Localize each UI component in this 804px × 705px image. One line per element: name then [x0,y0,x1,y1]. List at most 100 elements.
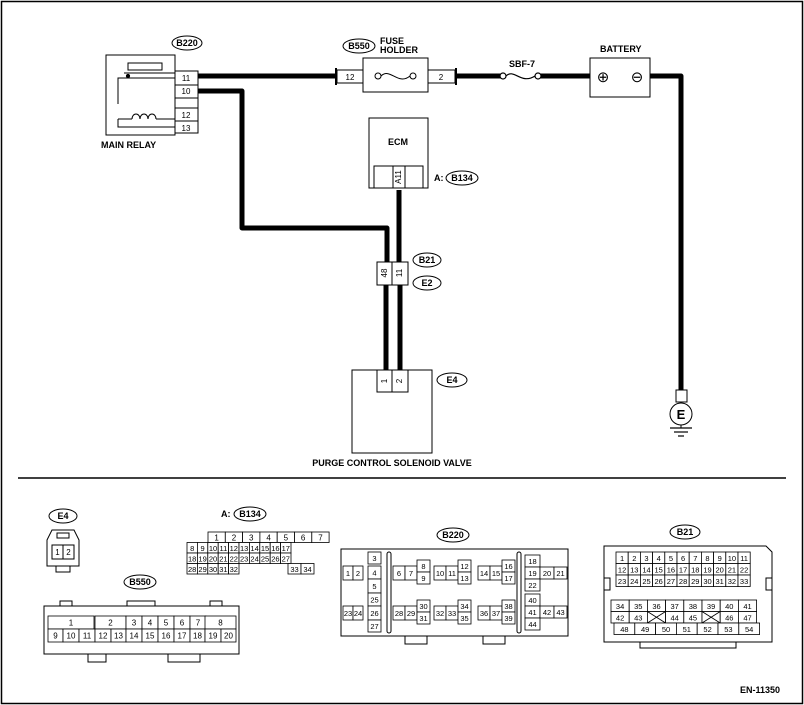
pin-number: 39 [707,602,715,611]
pin-number: 18 [528,557,536,566]
pin-number: 15 [146,632,155,641]
relay-pin-10: 10 [182,87,191,96]
pin-number: 46 [725,613,733,622]
pin-number: 33 [740,577,748,586]
ecm-connector-tag: B134 [451,173,473,183]
pin-number: 53 [724,625,732,634]
pin-number: 37 [492,609,500,618]
pin-number: 10 [67,632,76,641]
pin-number: 54 [745,625,753,634]
pin-number: 9 [421,574,425,583]
pin-number: 11 [448,569,456,578]
pin-number: 44 [671,613,679,622]
pin-number: 10 [728,554,736,563]
pin-cell [367,619,382,633]
pin-number: 17 [679,565,687,574]
pin-number: 23 [618,577,626,586]
pin-number: 13 [240,544,248,553]
pin-cell [553,605,568,619]
pin-number: 6 [180,619,185,628]
pin-number: 34 [303,565,311,574]
pin-number: 7 [693,554,697,563]
purge-valve: 1 2 E4 PURGE CONTROL SOLENOID VALVE [312,369,472,468]
pin-number: 19 [198,554,206,563]
connector-b220-tag: B220 [442,530,464,540]
pin-number: 19 [703,565,711,574]
pin-number: 32 [436,609,444,618]
connector-b550-tag: B550 [129,577,151,587]
pin-number: 28 [395,609,403,618]
pin-cell [367,551,382,565]
pin-number: 16 [667,565,675,574]
relay-pin-11: 11 [182,74,191,83]
pin-number: 52 [703,625,711,634]
pin-number: 42 [543,608,551,617]
pin-number: 30 [419,602,427,611]
pin-number: 3 [132,619,137,628]
pin-number: 20 [224,632,233,641]
pin-number: 9 [53,632,58,641]
pin-number: 6 [397,569,401,578]
pin-cell [220,628,237,643]
pin-number: 27 [282,554,290,563]
wire-battery-to-ground [650,73,684,390]
pin-cell [524,617,541,631]
pin-cell [501,611,516,625]
pin-cell [352,565,364,581]
pin-cell [524,578,541,592]
pin-number: 22 [740,565,748,574]
battery-minus-icon: ⊖ [631,69,644,86]
pin-number: 20 [543,569,551,578]
pin-number: 14 [250,544,258,553]
blank-cavity-mark [647,611,666,624]
pin-number: 14 [480,569,488,578]
fuse-holder: 12 2 B550 FUSE HOLDER [335,36,457,93]
pin-number: 4 [372,569,376,578]
pin-number: 14 [130,632,139,641]
pin-number: 17 [504,574,512,583]
pin-number: 28 [188,565,196,574]
pin-cell [280,552,292,564]
pin-number: 5 [372,582,376,591]
pin-number: 2 [356,569,360,578]
pin-number: 27 [667,577,675,586]
e4-pin: 2 [66,548,71,557]
pin-number: 12 [618,565,626,574]
pin-number: 20 [209,554,217,563]
pin-number: 7 [318,533,323,542]
valve-label: PURGE CONTROL SOLENOID VALVE [312,458,472,468]
battery-plus-icon: ⊕ [597,69,610,86]
pin-number: 34 [460,602,468,611]
blank-cavity-mark [701,611,721,624]
pin-number: 33 [290,565,298,574]
pin-number: 2 [108,619,113,628]
pin-number: 29 [198,565,206,574]
pin-number: 43 [634,613,642,622]
main-relay-label: MAIN RELAY [101,140,156,150]
pin-number: 3 [249,533,254,542]
pin-number: 5 [164,619,169,628]
pin-number: 41 [528,608,536,617]
connector-b134-tag: B134 [239,509,261,519]
pin-number: 43 [556,608,564,617]
joint-pin-48: 48 [380,268,389,277]
fuse-holder-label-1: FUSE [380,36,404,46]
pin-number: 48 [620,625,628,634]
joint-tag-b21: B21 [419,255,436,265]
pin-number: 45 [689,613,697,622]
pin-number: 35 [634,602,642,611]
pin-number: 8 [421,562,425,571]
pin-number: 29 [691,577,699,586]
joint-tag-e2: E2 [421,278,432,288]
wires [198,73,684,390]
pin-number: 44 [528,620,536,629]
pin-number: 31 [716,577,724,586]
pin-number: 11 [740,554,748,563]
pin-number: 16 [162,632,171,641]
pin-number: 21 [556,569,564,578]
sbf7-fuse: SBF-7 [499,59,542,80]
